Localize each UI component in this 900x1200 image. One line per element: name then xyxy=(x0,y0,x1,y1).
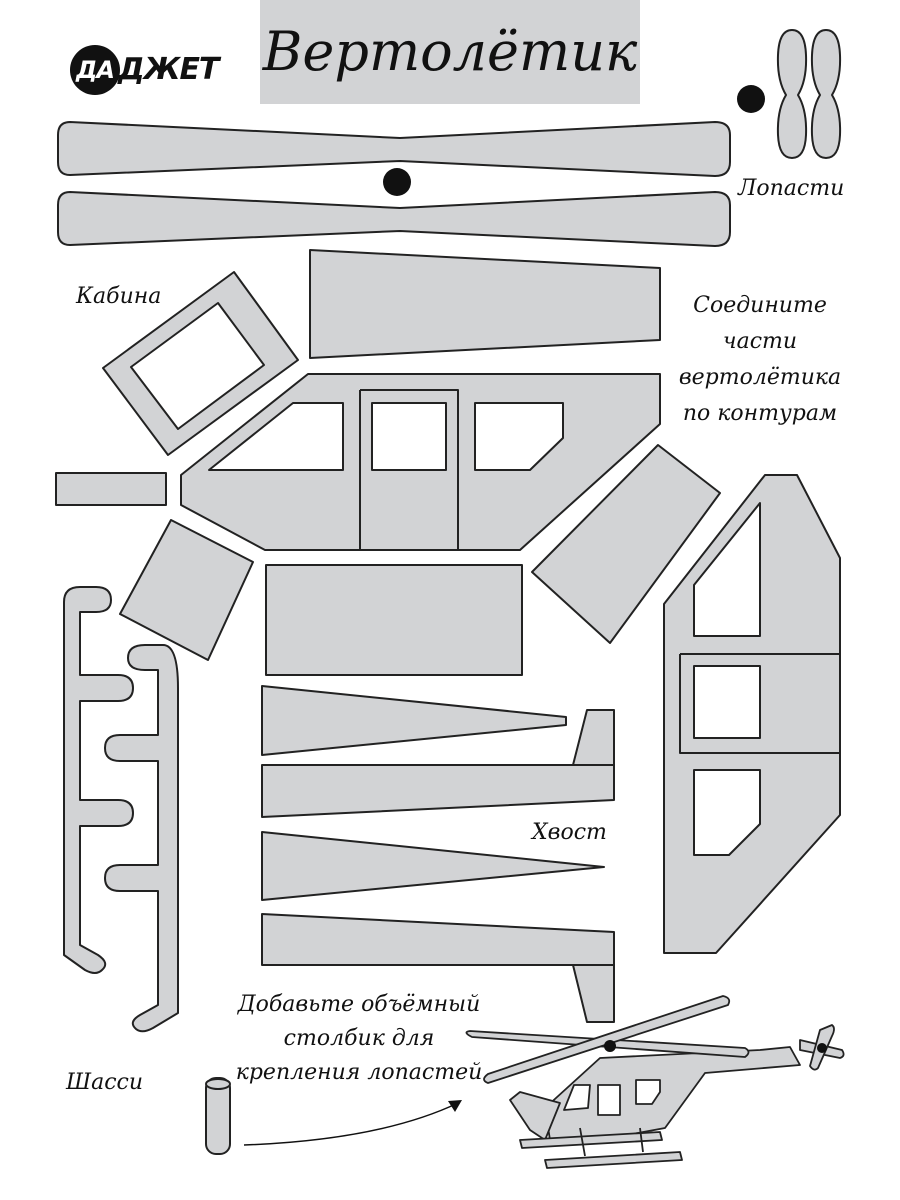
logo-circle xyxy=(70,45,120,95)
post-hint-line: Добавьте объёмный xyxy=(237,992,481,1017)
tail-boom-upper xyxy=(261,709,615,818)
label-cabin: Кабина xyxy=(76,284,162,309)
instructions-line: вертолётика xyxy=(678,365,842,390)
tail-stab-upper xyxy=(261,685,567,756)
instructions-line: части xyxy=(722,329,798,354)
instructions-line: Соедините xyxy=(693,293,827,318)
tail-boom-lower xyxy=(261,913,615,1023)
nose-panel xyxy=(119,519,254,661)
tail-stab-lower xyxy=(261,831,605,901)
hub-dot-tail xyxy=(737,85,765,113)
label-tail: Хвост xyxy=(532,820,607,845)
right-door-window xyxy=(693,665,761,739)
helicopter-tail-hub xyxy=(817,1043,827,1053)
rotor-blade-bottom xyxy=(57,191,731,247)
helicopter-hub xyxy=(604,1040,616,1052)
rear-panel xyxy=(531,444,721,644)
post-hint-line: столбик для xyxy=(283,1026,435,1051)
label-chassis: Шасси xyxy=(66,1070,144,1095)
logo-highlight: ДА xyxy=(76,56,115,84)
chassis-left xyxy=(63,586,134,974)
arrow-line xyxy=(243,1102,459,1146)
instructions-text: Соедините части вертолётика по контурам xyxy=(670,288,850,432)
hub-dot-main xyxy=(383,168,411,196)
right-door xyxy=(679,653,840,754)
arrow-head xyxy=(448,1100,462,1112)
rotor-post-top xyxy=(205,1078,231,1090)
post-hint-text: Добавьте объёмный столбик для крепления … xyxy=(234,988,484,1090)
logo-text: ДЖЕТ xyxy=(118,52,219,87)
rotor-blade-top xyxy=(57,121,731,177)
floor-panel xyxy=(265,564,523,676)
label-blades: Лопасти xyxy=(738,176,845,201)
title-banner xyxy=(260,0,640,104)
tail-blade-left xyxy=(776,29,808,159)
small-strip xyxy=(55,472,167,506)
body-door xyxy=(359,389,459,550)
page-title: Вертолётик xyxy=(262,20,638,83)
instructions-line: по контурам xyxy=(682,401,838,426)
assembled-helicopter xyxy=(465,995,845,1169)
post-hint-line: крепления лопастей xyxy=(235,1060,483,1085)
door-window xyxy=(371,402,447,471)
cabin-frame xyxy=(102,271,299,456)
tail-blade-right xyxy=(810,29,842,159)
roof-panel xyxy=(309,249,661,359)
chassis-right xyxy=(104,644,179,1033)
